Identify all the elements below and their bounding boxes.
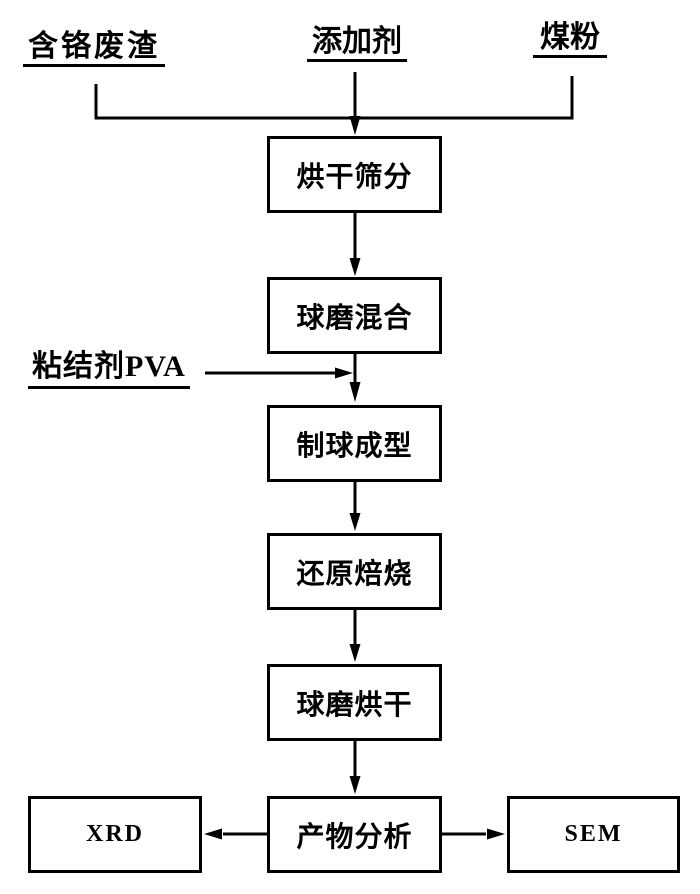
binder-pva-label: 粘结剂PVA xyxy=(28,352,190,389)
step-box-drying-sieving: 烘干筛分 xyxy=(267,136,442,213)
step-box-ball-mill-mixing: 球磨混合 xyxy=(267,277,442,354)
output-box-sem: SEM xyxy=(507,796,680,873)
arrow-analysis-to-xrd-head xyxy=(204,828,222,840)
step-box-reduction-roasting: 还原焙烧 xyxy=(267,533,442,610)
arrow-mixing-to-forming-head xyxy=(349,382,361,402)
step-box-product-analysis: 产物分析 xyxy=(267,796,442,873)
input-label-coal-powder: 煤粉 xyxy=(533,23,607,58)
arrow-inputs-to-drying-head xyxy=(349,116,361,135)
arrow-drying2-to-analysis-head xyxy=(349,776,361,794)
arrow-binder-head xyxy=(335,367,353,379)
step-box-pellet-forming: 制球成型 xyxy=(267,405,442,482)
arrow-forming-to-roasting-head xyxy=(349,513,361,531)
output-box-xrd: XRD xyxy=(28,796,202,873)
arrow-drying-to-mixing-head xyxy=(349,258,361,276)
arrow-analysis-to-sem-head xyxy=(487,828,505,840)
input-label-additive: 添加剂 xyxy=(307,27,407,62)
step-box-ball-mill-drying: 球磨烘干 xyxy=(267,664,442,741)
arrow-roasting-to-drying2-head xyxy=(349,644,361,662)
input-label-chromium-waste: 含铬废渣 xyxy=(23,32,165,67)
